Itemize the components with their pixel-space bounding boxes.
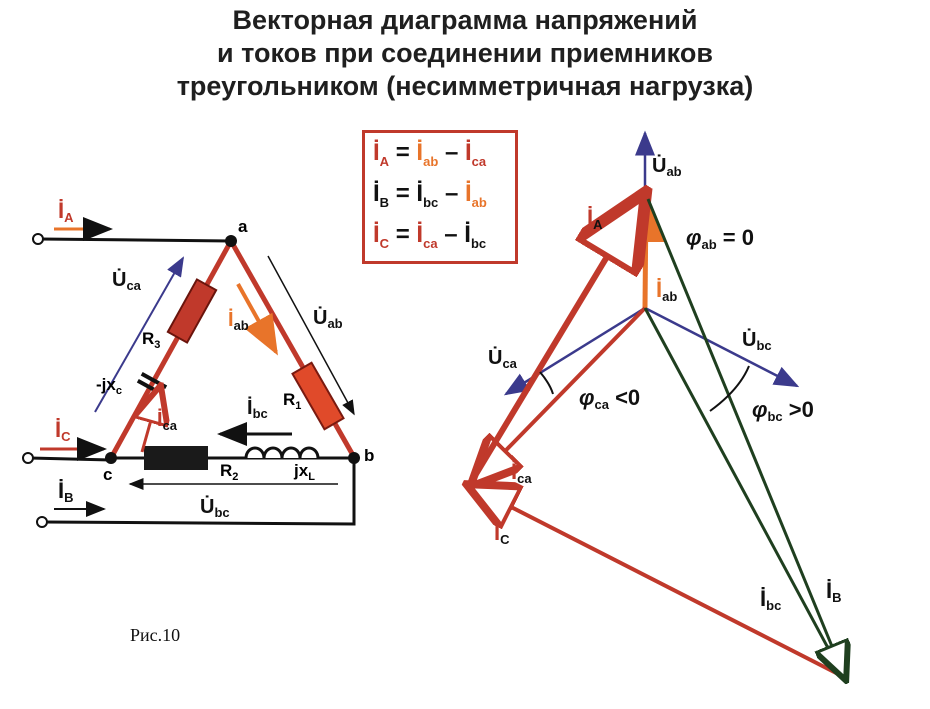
U-ab-circuit-label: U̇ab [313,305,343,331]
node-b-label: b [364,446,374,465]
R2-label: R2 [220,461,238,483]
terminal-C [22,452,34,464]
title-line-1: Векторная диаграмма напряжений [232,5,698,35]
phi-bc-arc [709,365,750,412]
phi-ca-label: φca <0 [579,385,640,412]
I-ca-circuit-label: İca [157,408,178,433]
I-C-vector [470,486,843,678]
node-a-label: a [238,217,248,236]
I-ca-vector [473,306,647,484]
formula-I-C: İC = İca – İbc [373,221,487,251]
I-A-phasor-label: İA [587,205,603,232]
resistor-R2 [144,446,208,470]
node-b [348,452,360,464]
resistor-R1 [291,361,345,431]
phi-bc-label: φbc >0 [752,397,814,424]
title-line-2: и токов при соединении приемников [217,38,713,68]
current-formulas-box: İA = İab – İca İB = İbc – İab İC = İca –… [362,130,518,264]
U-ab-phasor-label: U̇ab [652,153,682,179]
I-C-label: İC [55,417,71,444]
R1-label: R1 [283,390,301,412]
I-B-phasor-label: İB [826,578,842,605]
phi-ab-label: φab = 0 [686,225,754,252]
inductor-xL [244,446,320,459]
U-ca-circuit-label: U̇ca [112,267,142,293]
diagram-title: Векторная диаграмма напряжений и токов п… [0,4,930,103]
U-ab-arrow [267,255,355,416]
I-B-label: İB [58,478,74,505]
I-ab-vector [625,192,666,309]
delta-circuit: a b c İA İC İB U̇ca U̇ab U̇bc İab İca İb… [22,198,374,528]
terminal-A [32,233,44,245]
terminal-B [36,516,48,528]
node-c-label: c [103,465,112,484]
formula-I-A: İA = İab – İca [373,139,487,169]
line-B-wire [43,459,356,526]
I-C-phasor-label: İC [494,520,510,547]
jxC-label: -jxc [96,375,122,397]
U-bc-phasor-label: U̇bc [742,327,772,353]
branch-ca-wire [108,239,234,460]
I-ab-arrow [236,283,278,356]
U-bc-vector [644,306,800,388]
U-ca-arrow [94,256,184,413]
I-ab-circuit-label: İab [228,308,249,333]
I-bc-vector [643,307,844,675]
jxL-label: jxL [293,461,315,483]
I-ca-arrow [142,388,160,453]
I-A-label: İA [58,198,74,225]
I-bc-circuit-label: İbc [247,396,268,421]
phasor-diagram: U̇ab U̇bc U̇ca İA İab İca İC İbc İB φab … [467,130,845,678]
figure-caption: Рис.10 [130,625,181,645]
formula-I-B: İB = İbc – İab [373,180,487,210]
U-bc-circuit-label: U̇bc [200,494,230,520]
node-c [105,452,117,464]
title-line-3: треугольником (несимметричная нагрузка) [176,71,754,101]
branch-ab-wire [228,239,357,459]
I-A-vector [467,197,643,486]
U-ca-vector [503,306,646,396]
U-ca-phasor-label: U̇ca [488,345,518,371]
phi-ca-arc [539,371,554,395]
R3-label: R3 [142,329,160,351]
resistor-R3 [166,278,218,344]
node-a [225,235,237,247]
line-A-wire [39,237,232,243]
I-bc-phasor-label: İbc [760,586,781,613]
I-ca-phasor-label: İca [511,459,532,486]
I-ab-phasor-label: İab [656,277,677,304]
line-C-wire [29,456,112,462]
I-B-vector [646,198,845,678]
